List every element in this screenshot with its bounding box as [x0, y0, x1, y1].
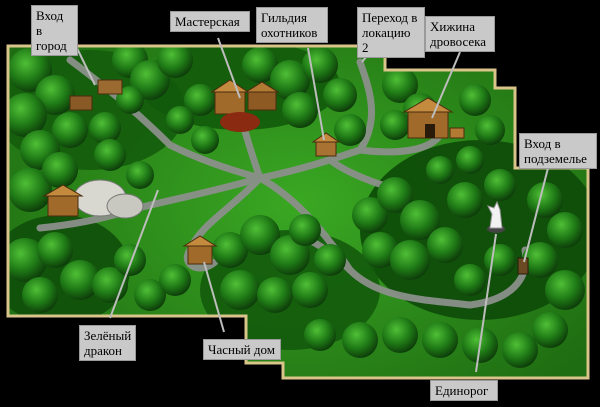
dungeon-gate — [517, 257, 529, 275]
label-unicorn[interactable]: Единорог — [430, 380, 498, 401]
woodcutter-hut — [402, 97, 465, 139]
label-workshop[interactable]: Мастерская — [170, 11, 250, 32]
label-private-house[interactable]: Часный дом — [203, 339, 281, 360]
label-woodcutter-hut[interactable]: Хижина дровосека — [425, 16, 495, 52]
private-house — [182, 235, 218, 265]
label-hunters-guild[interactable]: Гильдия охотников — [256, 7, 328, 43]
label-green-dragon[interactable]: Зелёный дракон — [79, 325, 136, 361]
label-location-2-exit[interactable]: Переход в локацию 2 — [357, 7, 425, 58]
unicorn-statue — [487, 200, 505, 233]
workshop-building — [210, 79, 280, 132]
label-dungeon-entrance[interactable]: Вход в подземелье — [519, 133, 597, 169]
tree-cluster — [8, 46, 585, 368]
label-city-entrance[interactable]: Вход в город — [31, 5, 78, 56]
city-entrance-huts — [69, 79, 123, 111]
dragon-lair — [42, 179, 144, 219]
hunters-guild-hut — [311, 132, 341, 157]
